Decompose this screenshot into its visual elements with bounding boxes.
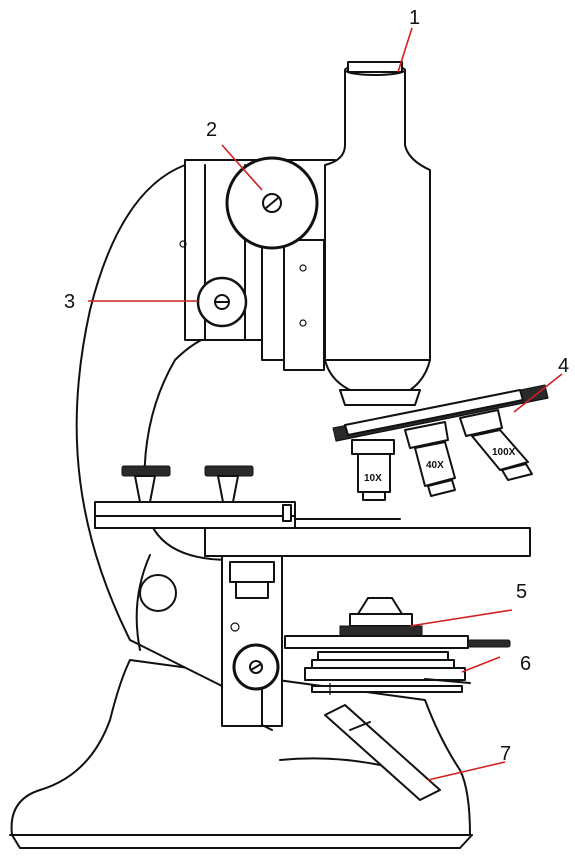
callout-5-condenser: 5 (516, 581, 527, 603)
objective-100x (459, 409, 533, 481)
eyepiece (347, 61, 403, 73)
objective-10x (351, 439, 395, 501)
objective-10x-label: 10X (364, 473, 382, 484)
revolving-nosepiece (332, 384, 549, 442)
callout-6-diaphragm: 6 (520, 653, 531, 675)
stage-clip-right (204, 465, 254, 503)
stage-clip-left (121, 465, 171, 503)
objective-100x-label: 100X (492, 447, 516, 458)
condenser-focus-knob (232, 643, 280, 691)
iris-diaphragm (304, 651, 471, 695)
callout-lines (88, 27, 563, 781)
callout-2-coarse-knob: 2 (206, 119, 217, 141)
stage (94, 501, 531, 557)
objective-40x-label: 40X (426, 460, 444, 471)
callout-7-mirror: 7 (500, 743, 511, 765)
objective-40x (404, 421, 456, 497)
condenser (284, 597, 511, 649)
mirror (279, 704, 441, 801)
callout-4-objectives: 4 (558, 355, 569, 377)
substage-column (221, 555, 283, 731)
body-tube (324, 64, 431, 406)
coarse-adjustment-knob (225, 156, 319, 250)
callout-1-eyepiece: 1 (409, 7, 420, 29)
microscope-base (9, 659, 473, 849)
callout-3-fine-knob: 3 (64, 291, 75, 313)
fine-adjustment-knob (196, 276, 248, 328)
